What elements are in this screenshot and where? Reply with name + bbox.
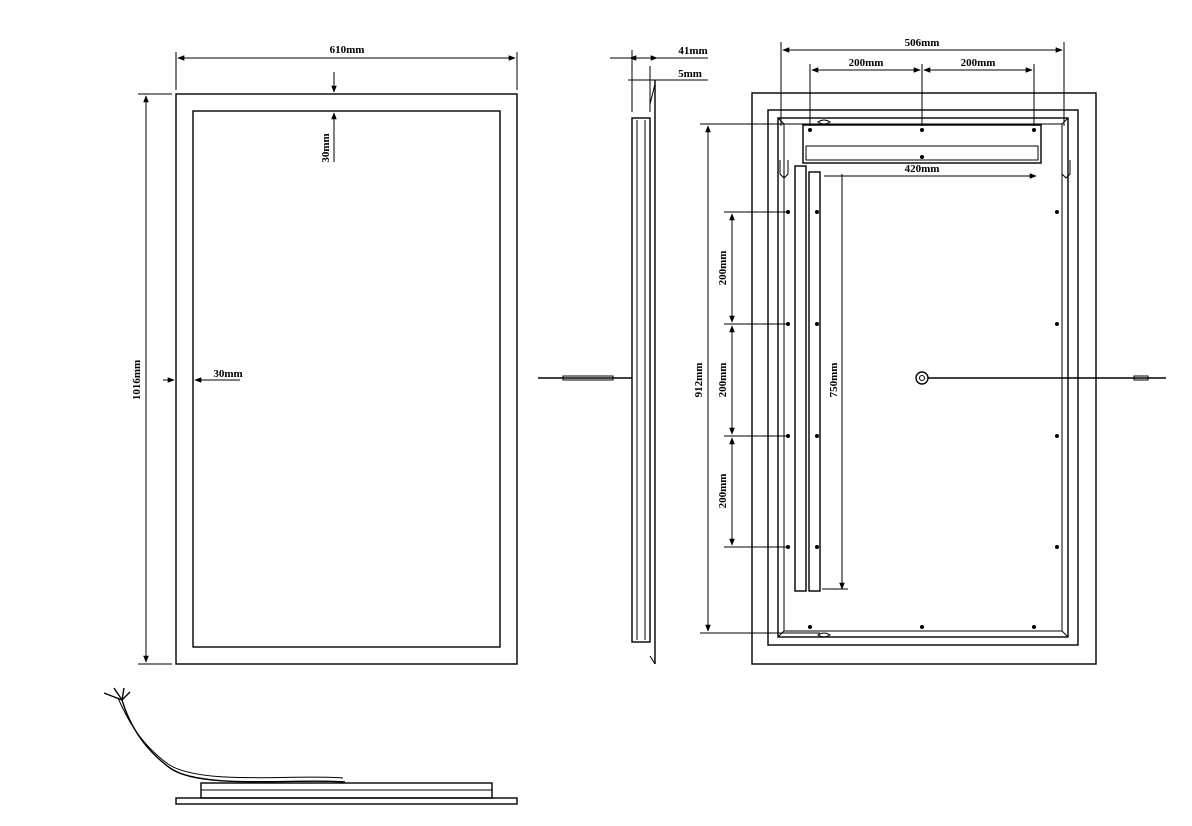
led-strip-inner bbox=[808, 171, 821, 592]
bottom-view bbox=[103, 687, 518, 805]
height-label: 1016mm bbox=[131, 360, 143, 400]
hanger-icon bbox=[779, 160, 789, 179]
cable-gland-icon bbox=[915, 371, 929, 385]
vertical-spacing-3-label: 200mm bbox=[717, 474, 729, 509]
width-label: 610mm bbox=[330, 44, 365, 56]
bottom-cable bbox=[121, 699, 346, 783]
mirror-glass-area bbox=[192, 110, 501, 648]
side-frame-body bbox=[631, 117, 651, 643]
side-border-label: 30mm bbox=[213, 368, 242, 380]
led-strip-outer bbox=[794, 165, 807, 592]
mirror-outer-frame bbox=[175, 93, 518, 665]
front-view: 610mm 1016mm 30mm 30mm bbox=[131, 44, 518, 665]
vertical-spacing-1-label: 200mm bbox=[717, 251, 729, 286]
inner-width-label: 420mm bbox=[905, 163, 940, 175]
top-left-spacing-label: 200mm bbox=[849, 57, 884, 69]
strip-length-label: 750mm bbox=[828, 363, 840, 398]
vertical-spacing-2-label: 200mm bbox=[717, 363, 729, 398]
depth-label: 41mm bbox=[678, 45, 707, 57]
hanger-icon bbox=[1061, 160, 1071, 179]
hook-icon bbox=[817, 632, 831, 638]
back-view: 506mm 200mm 200mm 420mm 912mm 200mm 200m… bbox=[693, 37, 1166, 665]
side-view: 41mm 5mm bbox=[538, 45, 708, 665]
top-right-spacing-label: 200mm bbox=[961, 57, 996, 69]
height-label: 912mm bbox=[693, 363, 705, 398]
top-border-label: 30mm bbox=[320, 133, 332, 162]
wire-ends-icon bbox=[103, 687, 131, 701]
bottom-glass bbox=[175, 797, 518, 805]
hook-icon bbox=[817, 119, 831, 125]
glass-thickness-label: 5mm bbox=[678, 68, 702, 80]
top-total-label: 506mm bbox=[905, 37, 940, 49]
